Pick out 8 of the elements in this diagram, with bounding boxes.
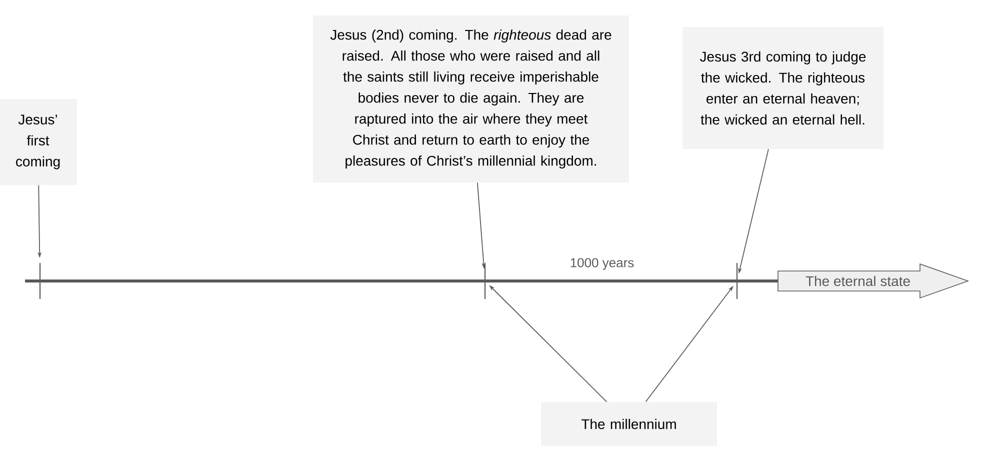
- duration-label: 1000 years: [570, 258, 634, 270]
- text-box: Jesus (2nd) coming. The righteous dead are raised. All those who were raised and all the saints still living receive imperishable bodies never to die again. They are raptured into the air where they meet Christ and return to earth to enjoy the pleasures of Christ’s millennial kingdom.: [313, 16, 629, 182]
- text-box: Jesus’ first coming: [0, 99, 77, 185]
- tick-mark: [484, 262, 486, 299]
- tick-mark: [736, 262, 738, 299]
- text-box: Jesus 3rd coming to judge the wicked. The righteous enter an eternal heaven; the wicked an eternal hell.: [682, 27, 884, 149]
- text-box: The millennium: [541, 402, 717, 446]
- tick-mark: [39, 262, 41, 299]
